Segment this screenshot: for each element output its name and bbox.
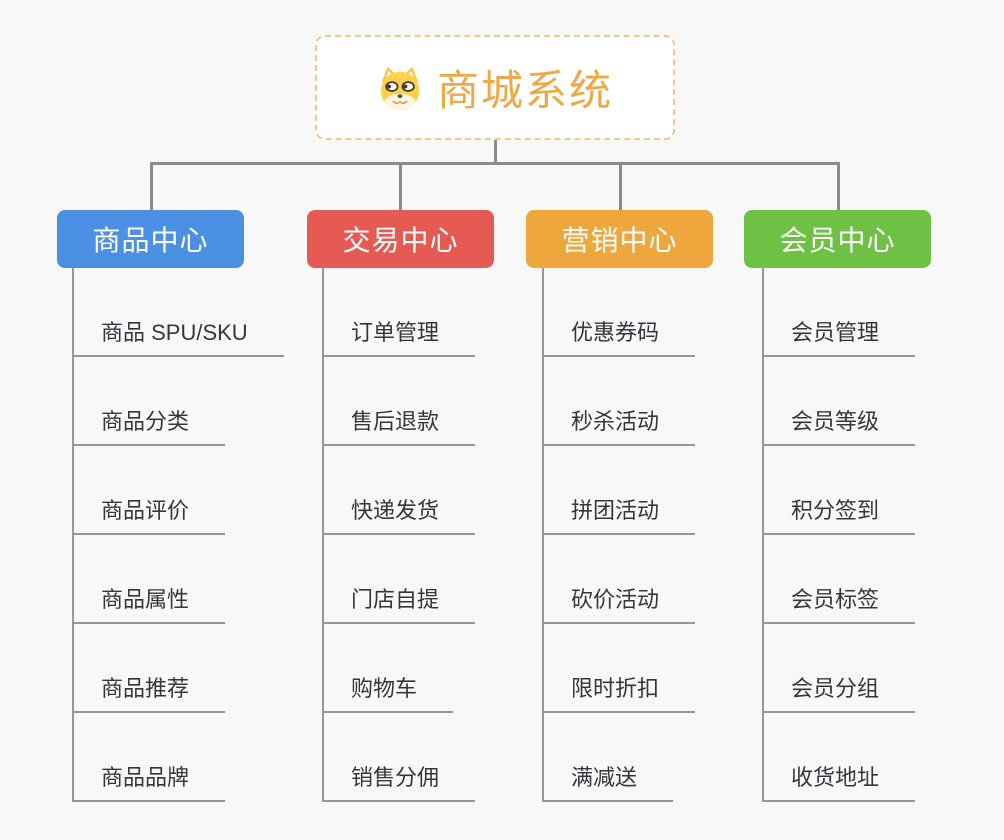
root-node[interactable]: 商城系统	[315, 35, 675, 140]
leaf-node[interactable]: 商品品牌	[74, 713, 284, 802]
leaf-node[interactable]: 商品 SPU/SKU	[74, 268, 284, 357]
leaf-label[interactable]: 商品属性	[74, 582, 226, 624]
branch-node-trade-center[interactable]: 交易中心	[307, 210, 494, 268]
leaf-label[interactable]: 商品分类	[74, 404, 226, 446]
leaf-label[interactable]: 拼团活动	[544, 493, 696, 535]
leaf-label[interactable]: 售后退款	[324, 404, 476, 446]
leaf-label[interactable]: 收货地址	[764, 760, 916, 802]
leaf-label[interactable]: 快递发货	[324, 493, 476, 535]
branch-node-product-center[interactable]: 商品中心	[57, 210, 244, 268]
leaf-label[interactable]: 商品评价	[74, 493, 226, 535]
leaf-label[interactable]: 满减送	[544, 760, 674, 802]
leaf-node[interactable]: 会员分组	[764, 624, 916, 713]
connector-drop-trade	[399, 162, 402, 210]
leaf-label[interactable]: 优惠券码	[544, 315, 696, 357]
branch-node-marketing-center[interactable]: 营销中心	[526, 210, 713, 268]
leaf-node[interactable]: 收货地址	[764, 713, 916, 802]
leaf-label[interactable]: 商品推荐	[74, 671, 226, 713]
leaf-node[interactable]: 购物车	[324, 624, 475, 713]
leaf-node[interactable]: 商品推荐	[74, 624, 284, 713]
connector-root-stub	[494, 140, 497, 164]
connector-drop-marketing	[619, 162, 622, 210]
leaf-node[interactable]: 秒杀活动	[544, 357, 696, 446]
leaf-label[interactable]: 限时折扣	[544, 671, 696, 713]
leaf-node[interactable]: 门店自提	[324, 535, 476, 624]
leaf-label[interactable]: 商品品牌	[74, 760, 226, 802]
leaf-label[interactable]: 砍价活动	[544, 582, 696, 624]
leaf-node[interactable]: 限时折扣	[544, 624, 696, 713]
leaf-label[interactable]: 会员管理	[764, 315, 916, 357]
leaf-label[interactable]: 订单管理	[324, 315, 476, 357]
leaf-node[interactable]: 快递发货	[324, 446, 476, 535]
leaf-node[interactable]: 满减送	[544, 713, 695, 802]
leaf-label[interactable]: 购物车	[324, 671, 454, 713]
leaf-node[interactable]: 售后退款	[324, 357, 476, 446]
root-title: 商城系统	[436, 67, 613, 114]
leaf-node[interactable]: 砍价活动	[544, 535, 696, 624]
leaf-node[interactable]: 订单管理	[324, 268, 476, 357]
branch-children-product: 商品 SPU/SKU 商品分类 商品评价 商品属性 商品推荐 商品品牌	[72, 268, 284, 802]
shiba-dog-icon	[377, 65, 423, 111]
leaf-label[interactable]: 秒杀活动	[544, 404, 696, 446]
leaf-label[interactable]: 商品 SPU/SKU	[74, 315, 284, 357]
leaf-node[interactable]: 会员管理	[764, 268, 916, 357]
branch-children-member: 会员管理 会员等级 积分签到 会员标签 会员分组 收货地址	[762, 268, 916, 802]
leaf-node[interactable]: 商品分类	[74, 357, 284, 446]
connector-drop-member	[837, 162, 840, 210]
leaf-label[interactable]: 会员等级	[764, 404, 916, 446]
connector-bus-line	[150, 162, 840, 165]
leaf-label[interactable]: 销售分佣	[324, 760, 476, 802]
leaf-node[interactable]: 商品属性	[74, 535, 284, 624]
leaf-node[interactable]: 拼团活动	[544, 446, 696, 535]
leaf-label[interactable]: 积分签到	[764, 493, 916, 535]
leaf-node[interactable]: 销售分佣	[324, 713, 476, 802]
leaf-node[interactable]: 会员标签	[764, 535, 916, 624]
leaf-node[interactable]: 积分签到	[764, 446, 916, 535]
connector-drop-product	[150, 162, 153, 210]
leaf-node[interactable]: 优惠券码	[544, 268, 696, 357]
leaf-label[interactable]: 会员分组	[764, 671, 916, 713]
leaf-node[interactable]: 商品评价	[74, 446, 284, 535]
branch-node-member-center[interactable]: 会员中心	[744, 210, 931, 268]
leaf-label[interactable]: 门店自提	[324, 582, 476, 624]
leaf-label[interactable]: 会员标签	[764, 582, 916, 624]
branch-children-trade: 订单管理 售后退款 快递发货 门店自提 购物车 销售分佣	[322, 268, 476, 802]
leaf-node[interactable]: 会员等级	[764, 357, 916, 446]
branch-children-marketing: 优惠券码 秒杀活动 拼团活动 砍价活动 限时折扣 满减送	[542, 268, 696, 802]
